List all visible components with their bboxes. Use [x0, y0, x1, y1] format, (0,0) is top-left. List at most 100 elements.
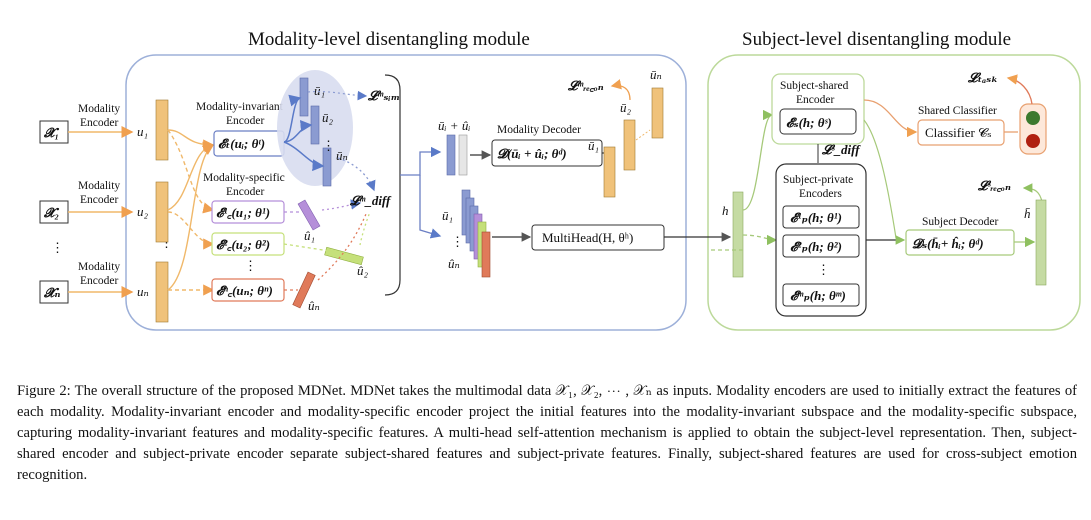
shared-to-decoder [863, 119, 897, 239]
h-arrows [710, 109, 778, 251]
input-dots: ⋮ [451, 234, 464, 249]
un-label: uₙ [137, 284, 149, 299]
output-red [1026, 134, 1040, 148]
loss-s-recon: 𝓛ˢᵣₑ꜀ₒₙ [977, 178, 1011, 193]
ubar-n-recon-label: ūₙ [650, 67, 662, 82]
un-bar [155, 261, 169, 323]
specific-encoder-title: Encoder [226, 186, 264, 198]
uhat2-label: û₂ [357, 263, 369, 278]
recon-bar-2 [623, 119, 636, 171]
h-label: h [722, 203, 729, 218]
recon-arrow [610, 79, 631, 101]
to-multihead-arrow [419, 175, 442, 239]
multihead-formula: MultiHead(H, θʰ) [542, 230, 633, 245]
modality-decoder-title: Modality Decoder [497, 124, 581, 136]
u2-label: u₂ [137, 204, 149, 219]
hbar-label: h̄ [1024, 206, 1031, 221]
private-encoder-box-2 [782, 234, 860, 258]
h-bar [732, 191, 744, 278]
subject-decoder-title: Subject Decoder [922, 216, 998, 228]
task-arrow [1006, 74, 1033, 105]
subject-shared-formula: 𝓔ₛ(h; θˢ) [786, 115, 832, 130]
input-dots: ⋮ [244, 258, 257, 273]
loss-s-diff: 𝓛ˢ_diff [821, 142, 861, 157]
specific-encoder-title: Modality-specific [203, 172, 285, 184]
subject-decoder-formula: 𝓓ₛ(h̄ᵢ+ ĥᵢ; θᵈ) [912, 236, 984, 251]
sum-bar-ubar [446, 134, 456, 176]
private-encoder-formula-1: 𝓔¹ₚ(h; θ¹) [790, 210, 842, 225]
input-x2: 𝓧₂ [43, 205, 60, 220]
loss-diff: 𝓛ᵐ_diff [349, 193, 392, 208]
u2-bar [155, 181, 169, 243]
loss-sim: 𝓛ᵐₛᵢₘ [367, 88, 400, 103]
specific-encoder-formula-1: 𝓔¹꜀(u₁; θ¹) [216, 205, 270, 220]
private-encoder-formula-2: 𝓔²ₚ(h; θ²) [790, 239, 842, 254]
specific-encoder-formula-2: 𝓔²꜀(u₂; θ²) [216, 237, 270, 252]
fusion-bracket [384, 74, 401, 296]
subject-shared-title: Subject-shared [780, 80, 849, 92]
subject-level-panel [707, 54, 1081, 331]
subject-shared-title: Encoder [796, 94, 834, 106]
recon-bar-1 [603, 146, 616, 198]
left-panel-title: Modality-level disentangling module [248, 29, 530, 50]
modality-encoder-label: Modality [78, 261, 120, 273]
invariant-encoder-title: Modality-invariant [196, 101, 284, 113]
architecture-figure: Modality-level disentangling module Subj… [39, 29, 1081, 331]
ubar1-stack-label: ū₁ [442, 208, 453, 223]
ubar-2-recon-label: ū₂ [620, 100, 632, 115]
input-dots: ⋮ [51, 240, 64, 255]
invariant-arrows [283, 94, 325, 172]
shared-to-classifier [863, 99, 918, 138]
modality-encoder-label: Modality [78, 103, 120, 115]
loss-recon: 𝓛ᵐᵣₑ꜀ₒₙ [567, 78, 604, 93]
modality-encoder-label: Encoder [80, 117, 118, 129]
specific-arrows [283, 157, 376, 291]
modality-encoder-label: Encoder [80, 194, 118, 206]
ubarn-label: ūₙ [336, 148, 348, 163]
subject-private-title: Encoders [799, 188, 842, 200]
ubar1-label: ū₁ [314, 83, 325, 98]
invariant-encoder-formula: 𝓔ₜ(uᵢ; θᵗ) [218, 136, 265, 151]
inputs: 𝓧₁ 𝓧₂ ⋮ 𝓧ₙ [39, 120, 69, 304]
figure-caption: Figure 2: The overall structure of the p… [17, 383, 1077, 483]
private-encoder-box-1 [782, 205, 860, 229]
ubar-1-recon-label: ū₁ [588, 138, 599, 153]
u1-bar [155, 99, 169, 161]
sum-label: ūᵢ + ûᵢ [438, 118, 470, 133]
input-dots: ⋮ [322, 138, 335, 153]
uhat1-label: û₁ [304, 228, 315, 243]
sum-bar-uhat [458, 134, 468, 176]
modality-level-panel [125, 54, 687, 331]
recon-bar-n [651, 87, 664, 139]
private-encoder-formula-m: 𝓔ᵐₚ(h; θᵐ) [790, 288, 846, 303]
ubar2-label: ū₂ [322, 110, 334, 125]
uhatn-stack-label: ûₙ [448, 256, 460, 271]
u1-label: u₁ [137, 124, 148, 139]
input-dots: ⋮ [817, 262, 830, 277]
uhatn-bar [292, 271, 316, 309]
classifier-title: Shared Classifier [918, 105, 997, 117]
subject-shared-box [779, 108, 857, 135]
output-green [1026, 111, 1040, 125]
modality-encoder-label: Modality [78, 180, 120, 192]
specific-encoder-formula-n: 𝓔ⁿ꜀(uₙ; θⁿ) [216, 283, 273, 298]
u-to-encoder-arrows [167, 129, 215, 296]
invariant-encoder-title: Encoder [226, 115, 264, 127]
hbar-bar [1035, 199, 1047, 286]
s-recon-arrow [1022, 183, 1043, 203]
modality-decoder-formula: 𝓓(ūᵢ + ûᵢ; θᵈ) [497, 146, 567, 161]
modality-encoder-label: Encoder [80, 275, 118, 287]
to-decoder-arrow [400, 146, 442, 176]
stacked-feature-bars [461, 189, 491, 278]
input-x1: 𝓧₁ [43, 125, 60, 140]
subject-private-title: Subject-private [783, 174, 853, 186]
uhat1-bar [297, 199, 321, 231]
input-xn: 𝓧ₙ [43, 285, 61, 300]
modality-encoder-labels: Modality Encoder Modality Encoder Modali… [68, 103, 134, 298]
loss-task: 𝓛ₜₐₛₖ [967, 70, 998, 85]
right-panel-title: Subject-level disentangling module [742, 29, 1011, 50]
private-encoder-box-m [782, 283, 860, 307]
sim-arrow [307, 90, 368, 101]
uhatn-label: ûₙ [308, 298, 320, 313]
classifier-formula: Classifier 𝓒ₛ [925, 125, 992, 140]
